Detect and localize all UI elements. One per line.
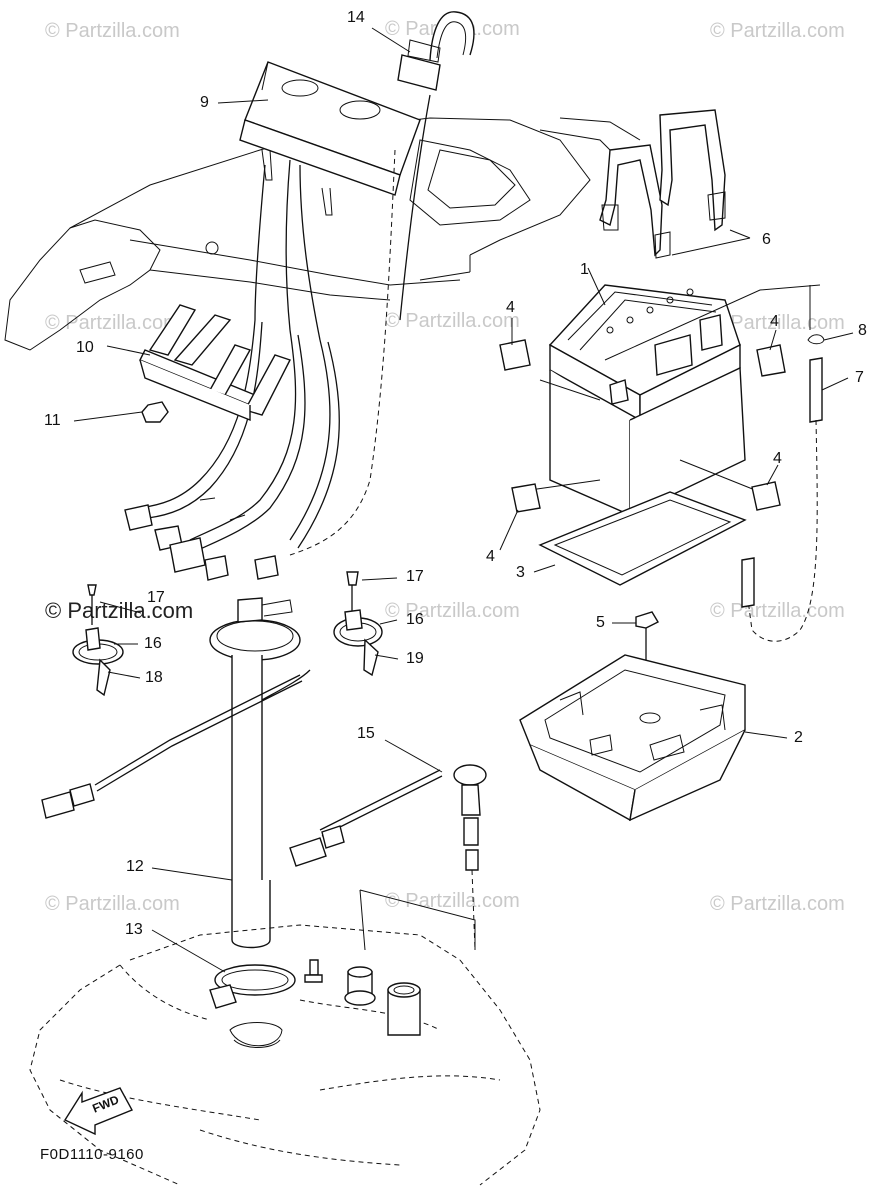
callout-14: 14 [347,9,365,26]
callout-10: 10 [76,339,94,356]
watermark: © Partzilla.com [385,890,520,912]
forward-arrow-icon [63,1087,133,1136]
callout-17: 17 [147,589,165,606]
watermark: © Partzilla.com [45,893,180,915]
breather-hose [741,285,825,642]
hose-clamp [209,964,296,1048]
callout-18: 18 [145,669,163,686]
callout-4: 4 [773,450,782,467]
battery-box-icon [519,654,746,822]
battery-icon [529,284,821,517]
watermark: © Partzilla.com [45,20,180,42]
callout-4: 4 [770,313,779,330]
callout-19: 19 [406,650,424,667]
callout-16: 16 [144,635,162,652]
watermark: © Partzilla.com [385,310,520,332]
fuse-cap [397,11,475,321]
callout-8: 8 [858,322,867,339]
callout-16: 16 [406,611,424,628]
battery-straps [599,109,726,259]
callout-5: 5 [596,614,605,631]
battery-pads [499,339,786,513]
watermark: © Partzilla.com [45,312,180,334]
callout-9: 9 [200,94,209,111]
callout-6: 6 [762,231,771,248]
fuel-tank [29,924,541,1186]
callout-4: 4 [486,548,495,565]
callout-11: 11 [44,412,61,429]
callout-13: 13 [125,921,143,938]
callout-15: 15 [357,725,375,742]
watermark: © Partzilla.com [710,893,845,915]
callout-7: 7 [855,369,864,386]
callout-1: 1 [580,261,589,278]
sensor-wire [289,764,487,951]
callout-17: 17 [406,568,424,585]
rubber-plate [538,491,747,586]
callout-12: 12 [126,858,144,875]
watermark: © Partzilla.com [710,20,845,42]
callout-2: 2 [794,729,803,746]
fuse-box [239,61,421,341]
bracket [139,304,291,423]
callout-3: 3 [516,564,525,581]
leader-lines [73,27,854,973]
left-clamp-set [72,584,124,697]
watermark: © Partzilla.com [385,600,520,622]
callout-4: 4 [506,299,515,316]
right-clamp-set [333,571,383,677]
wire-harness [124,149,396,581]
diagram-code: F0D1110-9160 [40,1146,144,1163]
fuel-sender [41,597,311,949]
watermark-emphasized: © Partzilla.com [45,598,194,623]
watermark: © Partzilla.com [710,312,845,334]
